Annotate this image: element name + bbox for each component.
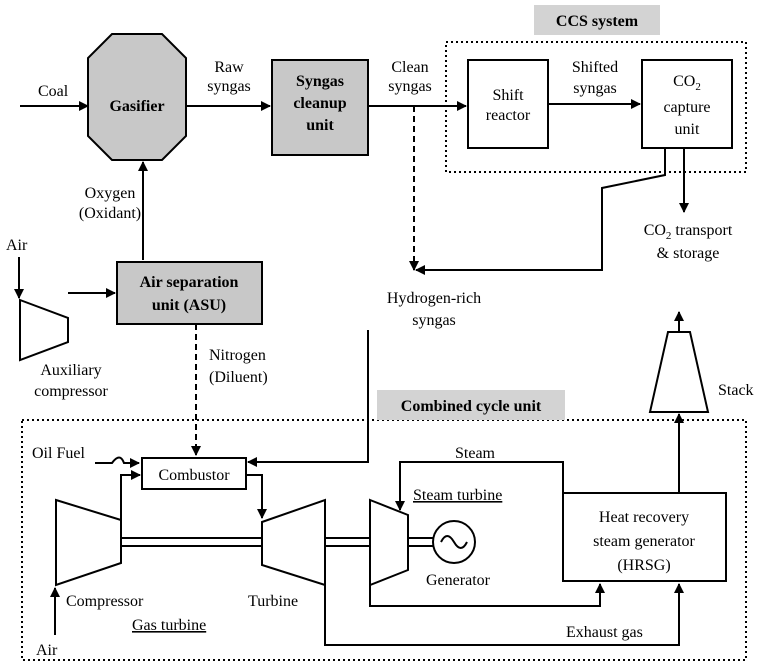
raw-syngas-label-2: syngas bbox=[207, 78, 251, 95]
steam-label: Steam bbox=[455, 445, 496, 462]
cleanup-label-2: cleanup bbox=[293, 95, 346, 112]
cleanup-label-1: Syngas bbox=[296, 73, 344, 90]
clean-syngas-label-2: syngas bbox=[388, 78, 432, 95]
gas-turbine-label: Gas turbine bbox=[132, 617, 206, 634]
hydrogen-to-combustor-line bbox=[247, 330, 369, 467]
clean-syngas-label-1: Clean bbox=[391, 59, 428, 76]
hrsg-label-3: (HRSG) bbox=[617, 557, 670, 574]
nitrogen-label-1: Nitrogen bbox=[209, 347, 266, 364]
combined-cycle-tag-bg bbox=[377, 390, 565, 420]
shift-label-1: Shift bbox=[492, 87, 524, 104]
generator-sine bbox=[440, 535, 468, 549]
combustor-box bbox=[141, 457, 247, 490]
hrsg-label-2: steam generator bbox=[593, 533, 695, 550]
combined-cycle-label: Combined cycle unit bbox=[401, 398, 542, 415]
combustor-label: Combustor bbox=[158, 467, 230, 484]
stack-label: Stack bbox=[718, 382, 754, 399]
hrsg-label-1: Heat recovery bbox=[599, 509, 689, 526]
ccs-system-tag-bg bbox=[534, 5, 660, 35]
asu-label-1: Air separation bbox=[140, 274, 239, 291]
co2-capture-label-3: unit bbox=[675, 121, 700, 138]
turbine-label: Turbine bbox=[248, 593, 298, 610]
hrsg-box bbox=[562, 492, 727, 582]
co2-capture-label-1: CO2 bbox=[673, 73, 701, 93]
shifted-syngas-label-2: syngas bbox=[573, 80, 617, 97]
compressor-shape bbox=[55, 498, 122, 587]
oil-fuel-label: Oil Fuel bbox=[32, 445, 85, 462]
steam-turbine-shape bbox=[369, 498, 409, 587]
stack-shape bbox=[648, 331, 710, 413]
shift-reactor-box bbox=[467, 59, 549, 149]
ccs-system-label: CCS system bbox=[556, 13, 639, 30]
gasifier-shape bbox=[87, 33, 187, 161]
co2-capture-box bbox=[641, 59, 733, 149]
aux-compressor-label-1: Auxiliary bbox=[40, 362, 101, 379]
turbine-shape bbox=[261, 498, 326, 587]
oil-fuel-line bbox=[95, 456, 140, 468]
compressor-label: Compressor bbox=[66, 593, 144, 610]
aux-compressor-label-2: compressor bbox=[34, 383, 108, 400]
oxygen-label-1: Oxygen bbox=[85, 185, 136, 202]
steam-line bbox=[395, 461, 564, 511]
steam-return-line bbox=[369, 583, 605, 607]
auxiliary-compressor-shape bbox=[19, 298, 69, 362]
shifted-syngas-label-1: Shifted bbox=[572, 59, 618, 76]
asu-label-2: unit (ASU) bbox=[152, 297, 226, 314]
shift-label-2: reactor bbox=[486, 107, 531, 124]
compressor-to-combustor-line bbox=[120, 470, 141, 520]
oxygen-label-2: (Oxidant) bbox=[79, 205, 141, 222]
exhaust-gas-line bbox=[324, 583, 684, 646]
generator-label: Generator bbox=[426, 572, 491, 589]
cleanup-label-3: unit bbox=[306, 117, 334, 134]
co2-transport-label-2: & storage bbox=[657, 245, 720, 262]
raw-syngas-label-1: Raw bbox=[214, 59, 244, 76]
steam-turbine-label: Steam turbine bbox=[413, 487, 502, 504]
hydrogen-return-line bbox=[415, 148, 666, 275]
co2-transport-label-1: CO2 transport bbox=[644, 222, 733, 242]
syngas-cleanup-box bbox=[271, 59, 369, 156]
combustor-to-turbine-line bbox=[246, 474, 267, 519]
air-asu-label: Air bbox=[6, 237, 28, 254]
hydrogen-label-1: Hydrogen-rich bbox=[387, 290, 481, 307]
hydrogen-label-2: syngas bbox=[412, 312, 456, 329]
air-gt-label: Air bbox=[36, 642, 58, 659]
gasifier-label: Gasifier bbox=[109, 98, 164, 115]
exhaust-gas-label: Exhaust gas bbox=[566, 624, 643, 641]
nitrogen-label-2: (Diluent) bbox=[209, 369, 268, 386]
co2-capture-label-2: capture bbox=[663, 99, 710, 116]
coal-label: Coal bbox=[38, 83, 69, 100]
asu-box bbox=[116, 261, 263, 325]
